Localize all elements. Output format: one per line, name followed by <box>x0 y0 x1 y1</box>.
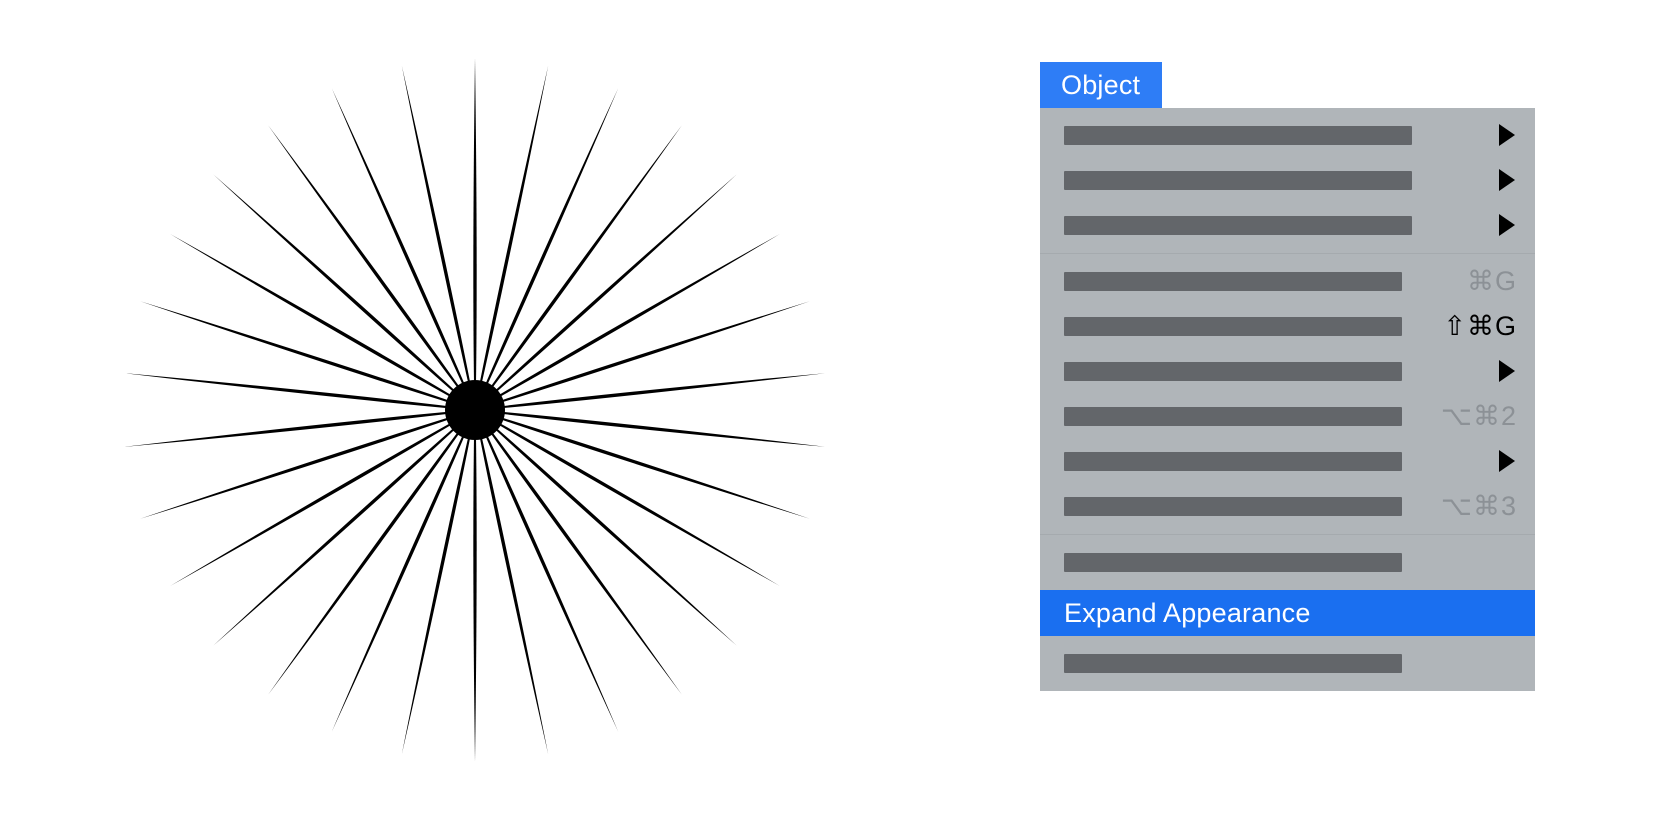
starburst-spike <box>475 410 737 646</box>
starburst-spike <box>140 301 476 410</box>
submenu-arrow-icon <box>1499 124 1515 146</box>
menu-item-row[interactable]: ⌥⌘3 <box>1040 491 1535 521</box>
starburst-spike <box>475 410 682 695</box>
menu-item-row[interactable]: ⌥⌘2 <box>1040 401 1535 431</box>
starburst-spike <box>475 410 810 519</box>
menu-item-accessory: ⌥⌘2 <box>1441 401 1517 431</box>
menu-item-label-bar <box>1064 125 1412 145</box>
menu-item-label-bar <box>1064 653 1402 673</box>
menu-item-row[interactable] <box>1040 446 1535 476</box>
starburst-spike <box>124 373 476 410</box>
menu-panel: ⌘G ⇧⌘G ⌥⌘2 <box>1040 108 1535 691</box>
menu-separator <box>1040 253 1535 254</box>
starburst-spike <box>124 410 476 447</box>
group-spacer <box>1040 535 1535 547</box>
menu-item-label-bar <box>1064 316 1402 336</box>
starburst-spike <box>268 125 475 411</box>
menu-item-accessory: ⌘G <box>1467 266 1517 296</box>
starburst-spike <box>475 373 826 410</box>
menu-item-row[interactable] <box>1040 165 1535 195</box>
group-spacer <box>1040 240 1535 253</box>
menu-item-row[interactable] <box>1040 547 1535 577</box>
menu-item-accessory <box>1499 165 1517 195</box>
menu-item-label: Expand Appearance <box>1064 598 1311 628</box>
menu-item-label-bar <box>1064 271 1402 291</box>
menu-item-label-bar <box>1064 170 1412 190</box>
menu-item-label-bar <box>1064 361 1402 381</box>
starburst-spike <box>475 410 826 447</box>
menu-item-row[interactable]: ⇧⌘G <box>1040 311 1535 341</box>
menu-item-accessory <box>1499 446 1517 476</box>
starburst-spike <box>475 65 549 410</box>
group-spacer <box>1040 577 1535 590</box>
starburst-spike <box>475 301 810 410</box>
submenu-arrow-icon <box>1499 214 1515 236</box>
menu-item-accessory <box>1499 356 1517 386</box>
menu-group-expand: Expand Appearance <box>1040 535 1535 691</box>
starburst-graphic[interactable] <box>95 30 855 790</box>
submenu-arrow-icon <box>1499 450 1515 472</box>
starburst-core <box>445 380 505 440</box>
starburst-spike <box>475 410 549 755</box>
starburst-spike <box>475 125 682 411</box>
starburst-spike <box>475 174 737 410</box>
starburst-spike <box>475 410 619 732</box>
starburst-spike <box>475 234 780 410</box>
menu-title-object[interactable]: Object <box>1040 62 1163 108</box>
group-spacer <box>1040 521 1535 534</box>
starburst-spike <box>401 410 475 755</box>
menu-item-shortcut: ⌘G <box>1466 266 1517 296</box>
group-spacer <box>1040 678 1535 691</box>
starburst-spike <box>331 88 475 410</box>
starburst-spike <box>473 410 477 762</box>
menu-item-label-bar <box>1064 406 1402 426</box>
group-spacer <box>1040 636 1535 648</box>
menu-item-label-bar <box>1064 496 1402 516</box>
menu-item-row[interactable] <box>1040 648 1535 678</box>
menu-item-row[interactable]: ⌘G <box>1040 266 1535 296</box>
group-spacer <box>1040 254 1535 266</box>
starburst-spike <box>331 410 475 732</box>
menu-item-row[interactable] <box>1040 120 1535 150</box>
starburst-spike <box>268 410 475 695</box>
menu-item-shortcut: ⌥⌘3 <box>1440 491 1517 521</box>
menu-item-accessory <box>1499 210 1517 240</box>
starburst-spike <box>170 234 475 410</box>
menu-item-label-bar <box>1064 215 1412 235</box>
menu-group-transform <box>1040 108 1535 253</box>
menu-separator <box>1040 534 1535 535</box>
menu-item-accessory <box>1499 120 1517 150</box>
submenu-arrow-icon <box>1499 360 1515 382</box>
starburst-spike <box>170 410 475 586</box>
starburst-spike <box>475 410 780 586</box>
object-menu: Object <box>1040 62 1540 691</box>
menu-item-row[interactable] <box>1040 356 1535 386</box>
menu-item-accessory: ⇧⌘G <box>1443 311 1517 341</box>
menu-item-accessory: ⌥⌘3 <box>1441 491 1517 521</box>
starburst-spike <box>213 174 475 410</box>
starburst-spike <box>475 88 619 410</box>
menu-item-label-bar <box>1064 451 1402 471</box>
starburst-spikes <box>124 58 826 762</box>
group-spacer <box>1040 108 1535 120</box>
menu-item-shortcut: ⇧⌘G <box>1443 311 1517 341</box>
starburst-spike <box>473 58 477 410</box>
menu-item-label-bar <box>1064 552 1402 572</box>
menu-group-group-lock: ⌘G ⇧⌘G ⌥⌘2 <box>1040 254 1535 534</box>
submenu-arrow-icon <box>1499 169 1515 191</box>
menu-item-row[interactable] <box>1040 210 1535 240</box>
menu-item-expand-appearance[interactable]: Expand Appearance <box>1040 590 1535 636</box>
starburst-spike <box>401 65 475 410</box>
menu-item-shortcut: ⌥⌘2 <box>1440 401 1517 431</box>
starburst-spike <box>140 410 476 519</box>
starburst-spike <box>213 410 475 646</box>
artwork-canvas <box>95 30 855 790</box>
